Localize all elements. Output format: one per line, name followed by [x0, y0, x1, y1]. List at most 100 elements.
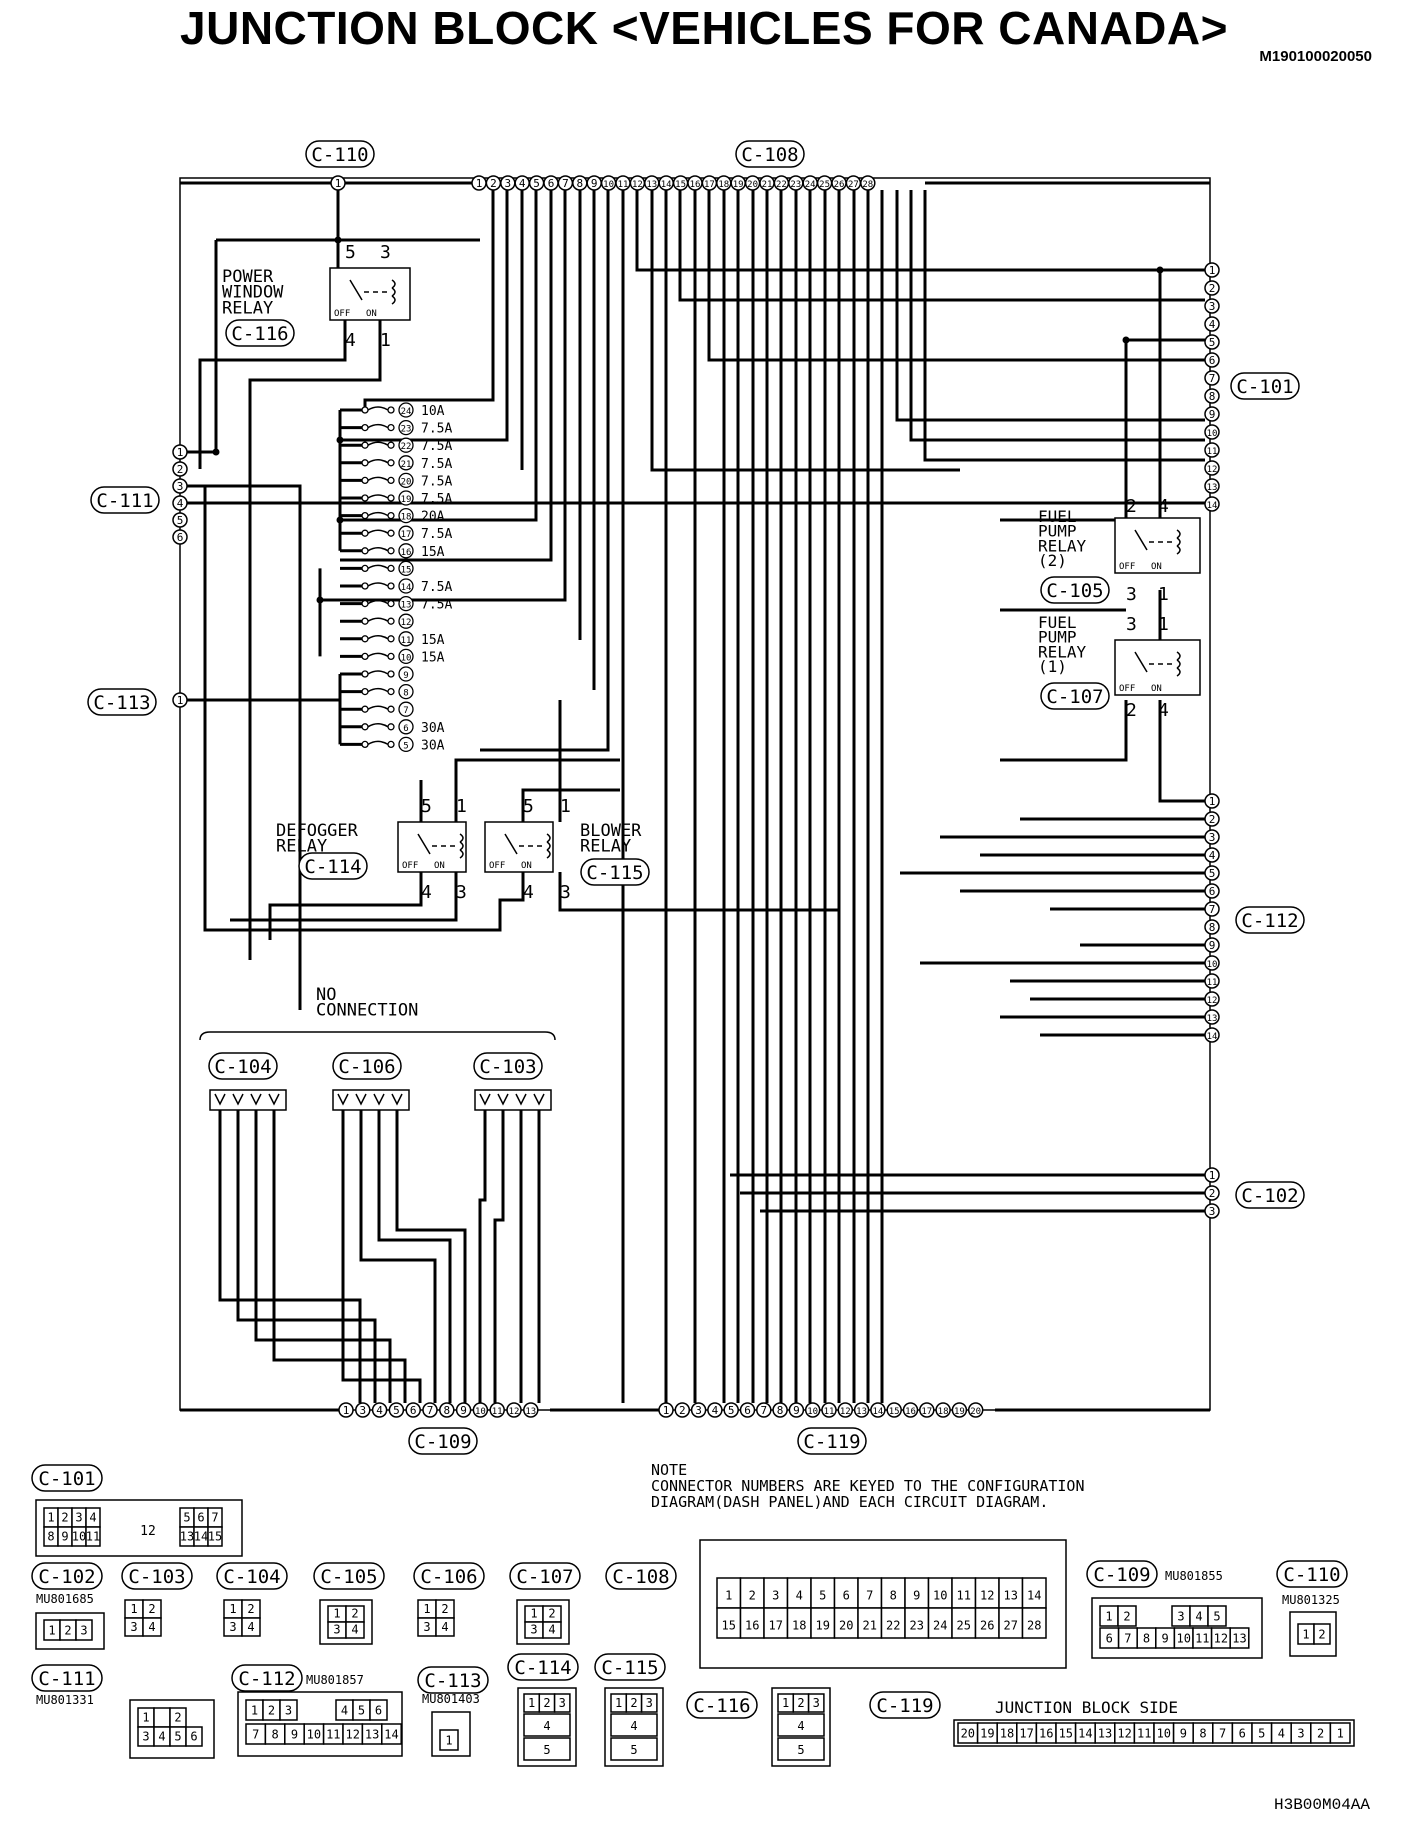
relay-coil [459, 833, 464, 843]
c107-cavity-number: 2 [548, 1607, 555, 1621]
fuse-link [367, 423, 389, 429]
c119-cavity-number: 17 [1019, 1726, 1033, 1740]
relay-on-label: ON [366, 309, 377, 319]
c112-cavity-number: 12 [345, 1727, 359, 1741]
connector-label-frame [332, 1052, 402, 1080]
c111-pin [172, 495, 188, 511]
connector-label-frame [1040, 576, 1110, 604]
pin-number: 13 [1207, 483, 1218, 493]
terminal-number: 4 [345, 330, 356, 351]
c109-pin [439, 1402, 455, 1418]
connector-label-c119: C-119 [803, 1431, 860, 1453]
connector-label-c114: C-114 [304, 856, 361, 878]
connector-label-frame [216, 1562, 288, 1590]
c109-pin [422, 1402, 438, 1418]
c119-pin [658, 1402, 674, 1418]
no-connection-label: CONNECTION [316, 1001, 418, 1021]
c108-cavity-number: 1 [725, 1589, 732, 1603]
connector-label-frame [31, 1464, 103, 1492]
wire [493, 1170, 505, 1403]
fuse-number-ring [398, 736, 414, 753]
pin-number: 9 [460, 1404, 467, 1417]
c105-cavity-number: 2 [351, 1607, 358, 1621]
fuse-terminal [361, 441, 369, 449]
c111-pin [172, 478, 188, 494]
wire [218, 1150, 362, 1403]
c109-cavity-number: 7 [1124, 1631, 1131, 1645]
c115-cell [610, 1737, 658, 1761]
pin-number: 6 [1209, 354, 1216, 367]
c103-cavity-number: 1 [130, 1602, 137, 1616]
fuse-link [367, 494, 389, 499]
c112-pin [1204, 865, 1220, 881]
relay-coil [1176, 659, 1181, 669]
fuse-terminal [387, 494, 395, 502]
c108-cavity-number: 4 [796, 1589, 803, 1603]
pin-number: 19 [954, 1407, 965, 1417]
fuse-terminal [387, 635, 395, 643]
fuel-pump-relay-1 [1114, 639, 1201, 696]
fuse-rating: 7.5A [421, 457, 452, 472]
c119-pin [723, 1402, 739, 1418]
terminal-number: 2 [1126, 700, 1137, 721]
pin-number: 7 [562, 177, 569, 190]
c108-cell [1021, 1607, 1047, 1639]
c119-pin [886, 1402, 902, 1418]
c112-pin [1204, 955, 1220, 971]
fuse-number-ring [398, 472, 414, 489]
connector-label-c103: C-103 [479, 1056, 536, 1078]
c108-cavity-number: 28 [1027, 1619, 1041, 1633]
connector-label-frame [208, 1052, 278, 1080]
c119-cavity-number: 16 [1039, 1726, 1053, 1740]
c105-cavity-number: 1 [333, 1607, 340, 1621]
fuse-terminal [387, 511, 395, 520]
fuse-number-ring [398, 595, 414, 612]
relay-coil [1176, 537, 1181, 547]
c108-cavity-number: 7 [866, 1589, 873, 1603]
fuse-terminal [361, 547, 369, 555]
fuel-pump-relay-2 [1114, 517, 1201, 574]
terminal-number: 4 [523, 882, 534, 903]
c109-cavity-number: 10 [1176, 1631, 1190, 1645]
terminal-number: 4 [421, 882, 432, 903]
c109-pin [523, 1402, 539, 1418]
connector-label-frame [231, 1664, 303, 1692]
pin-number: 15 [889, 1407, 900, 1417]
fuse-terminal [387, 529, 395, 537]
fuse-link [367, 740, 389, 746]
relay-off-label: OFF [1119, 562, 1135, 572]
c119-cavity-number: 8 [1199, 1726, 1206, 1740]
relay-coil [459, 849, 464, 859]
c116-cavity-number: 3 [813, 1696, 820, 1710]
c112-pin [1204, 1027, 1220, 1043]
c115-cavity-number: 1 [615, 1696, 622, 1710]
pin-number: 14 [1207, 1032, 1218, 1042]
c104-cavity-number: 4 [247, 1620, 254, 1634]
fuse-number: 5 [403, 741, 408, 751]
connector-label-c113: C-113 [93, 692, 150, 714]
c101-pin [1204, 316, 1220, 332]
pin-number: 8 [1209, 390, 1216, 403]
c112-pin [1204, 919, 1220, 935]
connector-label-c104: C-104 [223, 1566, 280, 1588]
wire [707, 190, 1205, 362]
pin-number: 7 [427, 1404, 434, 1417]
c119-pin [690, 1402, 707, 1418]
c116-cell [807, 1693, 825, 1713]
c119-cavity-number: 5 [1258, 1726, 1265, 1740]
fuse-number: 9 [403, 671, 408, 681]
c107-cell [542, 1621, 562, 1639]
pin-number: 5 [1209, 336, 1216, 349]
relay-coil [391, 279, 396, 289]
c119-pin [707, 1402, 723, 1418]
fuse-number: 22 [401, 442, 412, 452]
connector-label-frame [735, 140, 805, 168]
pin-number: 13 [856, 1407, 867, 1417]
c101-cavity-number: 11 [86, 1530, 100, 1544]
fuse-number-ring [398, 701, 414, 717]
relay-coil [1176, 545, 1181, 555]
pin-number: 2 [490, 177, 497, 190]
c112-pin [1204, 937, 1220, 953]
c108-cavity-number: 15 [722, 1619, 736, 1633]
terminal-number: 4 [1158, 496, 1169, 517]
